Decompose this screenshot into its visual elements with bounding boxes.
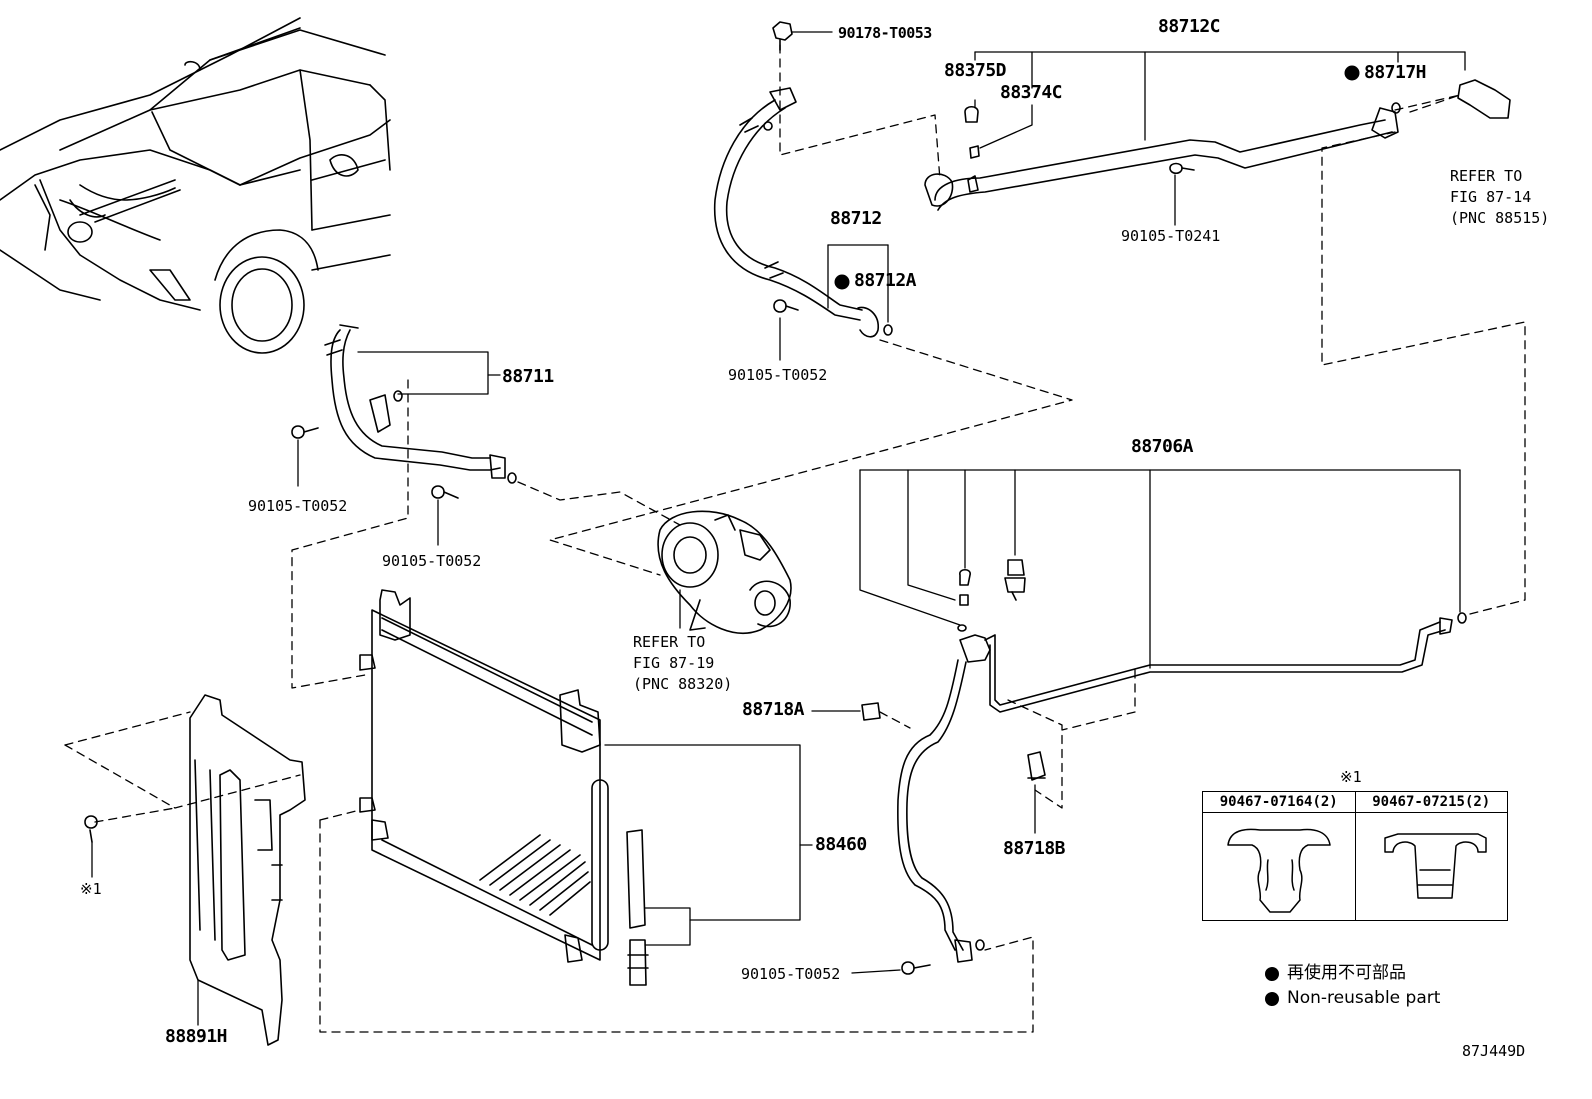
diagram-id: 87J449D (1462, 1042, 1526, 1060)
vehicle-illustration (0, 17, 391, 354)
label-88718B: 88718B (1003, 838, 1066, 859)
compressor-drawing (657, 510, 792, 634)
clip-col-2-header: 90467-07215(2) (1354, 791, 1508, 813)
label-88712A: 88712A (854, 270, 917, 291)
cover-88891H-drawing (84, 694, 306, 1046)
label-88718A: 88718A (742, 699, 805, 720)
clip-col-2-image (1354, 812, 1508, 921)
label-88706A: 88706A (1131, 436, 1194, 457)
label-88711: 88711 (502, 366, 554, 387)
legend-non-reusable: Non-reusable part (1287, 988, 1441, 1008)
label-88374C: 88374C (1000, 82, 1063, 103)
clip-col-1-header: 90467-07164(2) (1202, 791, 1356, 813)
label-90105-T0052-bottom: 90105-T0052 (741, 965, 841, 983)
label-88891H: 88891H (165, 1026, 228, 1047)
condenser-drawing (359, 589, 649, 986)
label-90178-T0053: 90178-T0053 (838, 24, 932, 42)
label-90105-T0241: 90105-T0241 (1121, 227, 1221, 245)
leader-lines (91, 31, 1466, 1026)
label-90105-T0052-middle: 90105-T0052 (382, 552, 482, 570)
label-88375D: 88375D (944, 60, 1007, 81)
label-88712: 88712 (830, 208, 882, 229)
label-88717H: 88717H (1364, 62, 1427, 83)
label-88460: 88460 (815, 834, 867, 855)
clip-col-1-image (1202, 812, 1356, 921)
clip-table: 90467-07164(2) 90467-07215(2) (1202, 791, 1508, 921)
legend-japanese: 再使用不可部品 (1287, 963, 1406, 983)
refer-fig-87-19: REFER TO FIG 87-19 (PNC 88320) (633, 633, 733, 693)
refer-fig-87-14: REFER TO FIG 87-14 (PNC 88515) (1450, 167, 1550, 227)
dashed-connectors (64, 44, 1526, 1033)
label-note-mark: ※1 (80, 880, 102, 898)
label-90105-T0052-upper: 90105-T0052 (728, 366, 828, 384)
label-88712C: 88712C (1158, 16, 1221, 37)
non-reusable-dots (834, 65, 1360, 1006)
clip-table-title: ※1 (1340, 768, 1362, 786)
label-90105-T0052-left: 90105-T0052 (248, 497, 348, 515)
hose-88711-drawing (291, 324, 517, 499)
